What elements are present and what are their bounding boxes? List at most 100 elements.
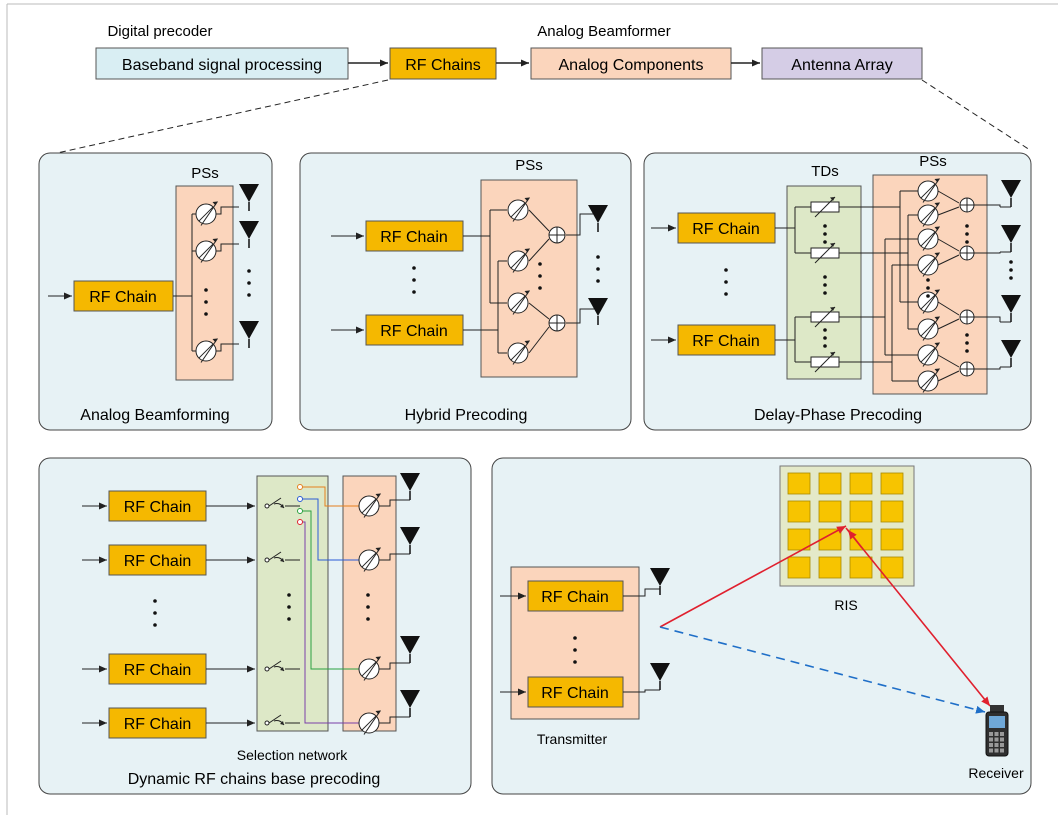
- analog-rf-chain-label: RF Chain: [89, 289, 157, 306]
- delay-rf-chain-1: [677, 212, 776, 244]
- dynamic-rf-chain-3-label: RF Chain: [124, 662, 192, 679]
- receiver-phone-icon: [985, 705, 1009, 757]
- adder-icon: [959, 197, 975, 213]
- ellipsis-dots: [366, 593, 370, 621]
- antenna-icon: [588, 205, 608, 232]
- time-delay-icon: [810, 306, 840, 328]
- antenna-icon: [1001, 295, 1021, 322]
- hybrid-rf-chain-1: [365, 220, 464, 252]
- delay-phase-shifter-2: [917, 202, 940, 227]
- dynamic-rf-chain-3: RF Chain: [108, 653, 207, 685]
- baseband-label: Baseband signal processing: [122, 57, 322, 74]
- hybrid-phase-shifter-3: [507, 290, 530, 315]
- ris-element: [880, 500, 904, 523]
- delay-phase-precoding-title: Delay-Phase Precoding: [754, 407, 922, 424]
- ellipsis-dots: [823, 275, 827, 295]
- adder-icon: [548, 226, 566, 244]
- antenna-icon: [239, 221, 259, 248]
- hybrid-phase-shifter-2: [507, 248, 530, 273]
- dynamic-phase-shifter-2: [358, 547, 381, 572]
- delay-td-label: TDs: [811, 163, 839, 180]
- ellipsis-dots: [823, 328, 827, 348]
- dynamic-rf-chain-1-label: RF Chain: [124, 499, 192, 516]
- antenna-icon: [1001, 225, 1021, 252]
- analog-beamformer-label: Analog Beamformer: [537, 23, 670, 40]
- hybrid-phase-shifter-4: [507, 340, 530, 365]
- switch-icon: [264, 660, 285, 672]
- ris-element: [787, 556, 811, 579]
- direct-path: [659, 626, 986, 714]
- ellipsis-dots: [204, 288, 208, 316]
- ris-element: [818, 556, 842, 579]
- dynamic-rf-chain-2: RF Chain: [108, 544, 207, 576]
- delay-phase-shifter-1: [917, 178, 940, 203]
- ris-element: [787, 472, 811, 495]
- ris-rf-chain-1: [527, 580, 624, 612]
- switch-icon: [264, 551, 285, 563]
- antenna-icon: [650, 568, 670, 595]
- hybrid-rf-chain-2-label: RF Chain: [380, 323, 448, 340]
- analog-beamforming-title: Analog Beamforming: [80, 407, 229, 424]
- ellipsis-dots: [724, 268, 728, 296]
- panel-dynamic-rf-chains: [38, 457, 472, 795]
- ellipsis-dots: [538, 262, 542, 290]
- hybrid-phase-shifter-1: [507, 197, 530, 222]
- dynamic-phase-shifter-3: [358, 656, 381, 681]
- adder-icon: [959, 245, 975, 261]
- ellipsis-dots: [965, 333, 969, 353]
- delay-phase-shifter-5: [917, 289, 940, 314]
- ris-element: [818, 500, 842, 523]
- analog-rf-chain: [73, 280, 174, 312]
- zoom-line-left: [47, 79, 389, 156]
- ris-rf-chain-1-label: RF Chain: [541, 589, 609, 606]
- baseband-block: [95, 47, 349, 80]
- dynamic-precoding-title: Dynamic RF chains base precoding: [128, 771, 381, 788]
- dynamic-rf-chain-2-label: RF Chain: [124, 553, 192, 570]
- analog-phase-shifter-1: [195, 201, 218, 226]
- analog-components-label: Analog Components: [559, 57, 704, 74]
- hybrid-ps-label: PSs: [515, 157, 543, 174]
- time-delay-icon: [810, 242, 840, 264]
- delay-td-block: [786, 185, 862, 380]
- delay-rf-chain-2-label: RF Chain: [692, 333, 760, 350]
- adder-icon: [959, 309, 975, 325]
- ris-element: [849, 500, 873, 523]
- antenna-icon: [239, 184, 259, 211]
- receiver-label: Receiver: [968, 765, 1024, 781]
- dynamic-rf-chain-4: RF Chain: [108, 707, 207, 739]
- ellipsis-dots: [153, 599, 157, 627]
- zoom-line-right: [921, 79, 1031, 151]
- hybrid-rf-chain-2: [365, 314, 464, 346]
- ellipsis-dots: [247, 269, 251, 297]
- delay-rf-chain-2: [677, 324, 776, 356]
- antenna-icon: [650, 663, 670, 690]
- analog-phase-shifter-2: [195, 238, 218, 263]
- time-delay-icon: [810, 196, 840, 218]
- hybrid-rf-chain-1-label: RF Chain: [380, 229, 448, 246]
- tx-to-ris-path: [659, 525, 847, 628]
- analog-phase-shifter-3: [195, 338, 218, 363]
- switch-icon: [264, 714, 285, 726]
- ris-element: [787, 528, 811, 551]
- ris-element: [880, 556, 904, 579]
- selection-network-label: Selection network: [237, 747, 349, 763]
- ris-element: [849, 472, 873, 495]
- time-delay-icon: [810, 351, 840, 373]
- ris-element: [849, 556, 873, 579]
- antenna-icon: [400, 527, 420, 554]
- analog-components-block: [530, 47, 732, 80]
- ellipsis-dots: [412, 266, 416, 294]
- ris-element: [787, 500, 811, 523]
- antenna-icon: [1001, 180, 1021, 207]
- dynamic-rf-chain-1: RF Chain: [108, 490, 207, 522]
- selection-network-block: [256, 475, 329, 732]
- ris-element: [818, 472, 842, 495]
- ris-rf-chain-2: [527, 676, 624, 708]
- analog-ps-label: PSs: [191, 165, 219, 182]
- dynamic-rf-chain-4-label: RF Chain: [124, 716, 192, 733]
- ellipsis-dots: [965, 224, 969, 244]
- ris-rf-chain-2-label: RF Chain: [541, 685, 609, 702]
- ris-element: [880, 472, 904, 495]
